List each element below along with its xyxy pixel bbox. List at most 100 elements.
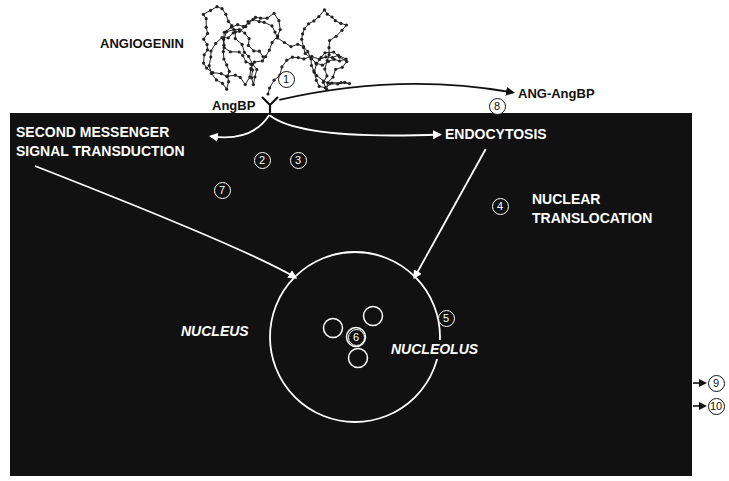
atom-dot: [206, 43, 209, 46]
atom-dot: [310, 57, 313, 60]
process-label: NUCLEAR TRANSLOCATION: [532, 190, 677, 228]
atom-dot: [206, 32, 209, 35]
atom-dot: [343, 81, 346, 84]
atom-dot: [261, 55, 264, 58]
atom-dot: [276, 34, 279, 37]
atom-dot: [310, 64, 313, 67]
atom-dot: [205, 26, 208, 29]
atom-dot: [273, 12, 276, 15]
atom-dot: [229, 50, 232, 53]
atom-dot: [333, 58, 336, 61]
atom-dot: [322, 79, 325, 82]
atom-dot: [321, 64, 324, 67]
atom-dot: [341, 66, 344, 69]
atom-dot: [252, 49, 255, 52]
receptor-symbol: [259, 96, 281, 115]
atom-dot: [251, 18, 254, 21]
callout-number: 3: [290, 152, 307, 169]
nucleolus-circle: [347, 328, 366, 347]
atom-dot: [222, 37, 225, 40]
atom-dot: [296, 43, 299, 46]
atom-dot: [345, 60, 348, 63]
atom-dot: [266, 17, 269, 20]
atom-dot: [238, 28, 241, 31]
nucleolus-circle: [324, 319, 343, 338]
atom-dot: [211, 71, 214, 74]
atom-dot: [277, 19, 280, 22]
atom-dot: [309, 57, 312, 60]
atom-dot: [332, 51, 335, 54]
atom-dot: [224, 13, 227, 16]
atom-dot: [283, 41, 286, 44]
atom-dot: [236, 23, 239, 26]
atom-dot: [215, 5, 218, 8]
atom-dot: [338, 56, 341, 59]
callout-number: 6: [348, 329, 365, 346]
atom-dot: [315, 74, 318, 77]
atom-dot: [244, 83, 247, 86]
atom-dot: [225, 75, 228, 78]
nucleus-label: NUCLEUS: [178, 322, 252, 341]
atom-dot: [227, 36, 230, 39]
atom-dot: [285, 59, 288, 62]
atom-dot: [328, 53, 331, 56]
atom-dot: [334, 68, 337, 71]
atom-dot: [247, 44, 250, 47]
atom-dot: [222, 50, 225, 53]
atom-dot: [279, 28, 282, 31]
atom-dot: [280, 65, 283, 68]
callout-number: 4: [492, 198, 509, 215]
atom-dot: [225, 30, 228, 33]
atom-dot: [301, 32, 304, 35]
atom-dot: [209, 49, 212, 52]
atom-dot: [209, 55, 212, 58]
secretion-arrow: [693, 382, 705, 384]
atom-dot: [222, 57, 225, 60]
atom-dot: [248, 37, 251, 40]
atom-dot: [206, 48, 209, 51]
atom-dot: [268, 86, 271, 89]
atom-dot: [323, 51, 326, 54]
atom-dot: [202, 13, 205, 16]
atom-dot: [241, 43, 244, 46]
atom-dot: [303, 27, 306, 30]
atom-dot: [312, 19, 315, 22]
atom-dot: [239, 76, 242, 79]
node-text: ENDOCYTOSIS: [445, 125, 547, 144]
atom-dot: [226, 75, 229, 78]
atom-dot: [203, 53, 206, 56]
atom-dot: [302, 45, 305, 48]
atom-dot: [220, 72, 223, 75]
atom-dot: [258, 20, 261, 23]
receptor-label: AngBP: [212, 96, 281, 115]
atom-dot: [227, 80, 230, 83]
atom-dot: [271, 41, 274, 44]
flow-arrow: [269, 115, 440, 135]
atom-dot: [312, 69, 315, 72]
callout-number: 1: [278, 71, 295, 88]
atom-dot: [247, 55, 250, 58]
atom-dot: [255, 68, 258, 71]
atom-dot: [273, 30, 276, 33]
flow-arrow: [211, 115, 269, 137]
atom-dot: [325, 74, 328, 77]
atom-dot: [345, 23, 348, 26]
node-text: SECOND MESSENGER SIGNAL TRANSDUCTION: [16, 123, 206, 161]
atom-dot: [221, 7, 224, 10]
atom-dot: [258, 50, 261, 53]
nucleolus-circle: [349, 349, 368, 368]
atom-dot: [348, 82, 351, 85]
atom-dot: [320, 56, 323, 59]
atom-dot: [273, 79, 276, 82]
atom-dot: [232, 28, 235, 31]
atom-dot: [289, 45, 292, 48]
atom-dot: [251, 68, 254, 71]
atom-dot: [205, 67, 208, 70]
atom-dot: [324, 86, 327, 89]
flow-arrow: [279, 84, 513, 100]
atom-dot: [259, 17, 262, 20]
atom-dot: [202, 38, 205, 41]
atom-dot: [230, 24, 233, 27]
secretion-arrow: [693, 405, 705, 407]
flow-arrow: [35, 166, 296, 278]
